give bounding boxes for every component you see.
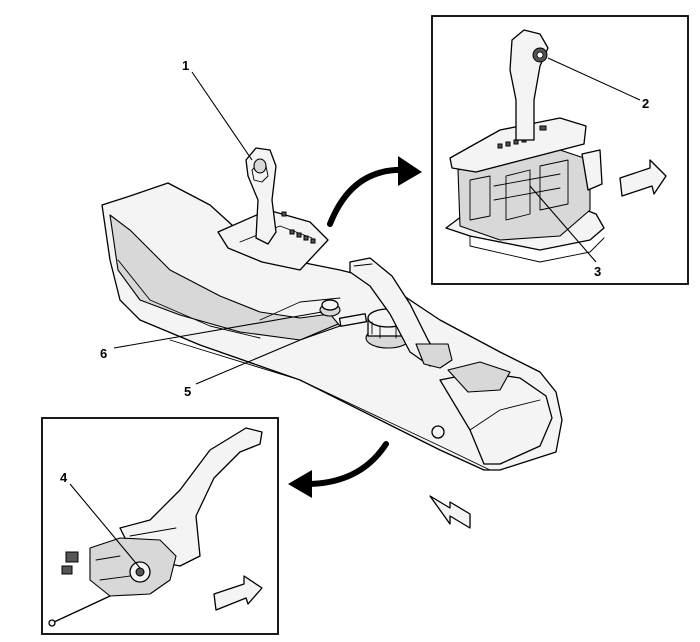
- curved-arrow-to-bottom-inset: [288, 441, 389, 498]
- leader-6: [113, 311, 323, 349]
- inset-parking-brake: [41, 417, 279, 635]
- callout-4: 4: [60, 470, 68, 485]
- callout-1: 1: [182, 58, 189, 73]
- leader-1: [191, 71, 253, 161]
- parking-brake-handle: [349, 257, 453, 369]
- callout-2: 2: [642, 96, 649, 111]
- shifter-bezel: [217, 209, 329, 271]
- leader-4: [69, 483, 141, 569]
- console-knob: [319, 299, 341, 317]
- inset-shifter-assembly: [431, 15, 689, 285]
- leader-2: [547, 57, 641, 101]
- leader-5: [195, 323, 339, 385]
- shift-knob: [245, 147, 277, 245]
- callout-5: 5: [184, 384, 191, 399]
- leader-3: [529, 185, 597, 263]
- curved-arrow-to-top-inset: [327, 156, 422, 227]
- callout-3: 3: [594, 264, 601, 279]
- callout-6: 6: [100, 346, 107, 361]
- direction-arrow: [429, 495, 471, 529]
